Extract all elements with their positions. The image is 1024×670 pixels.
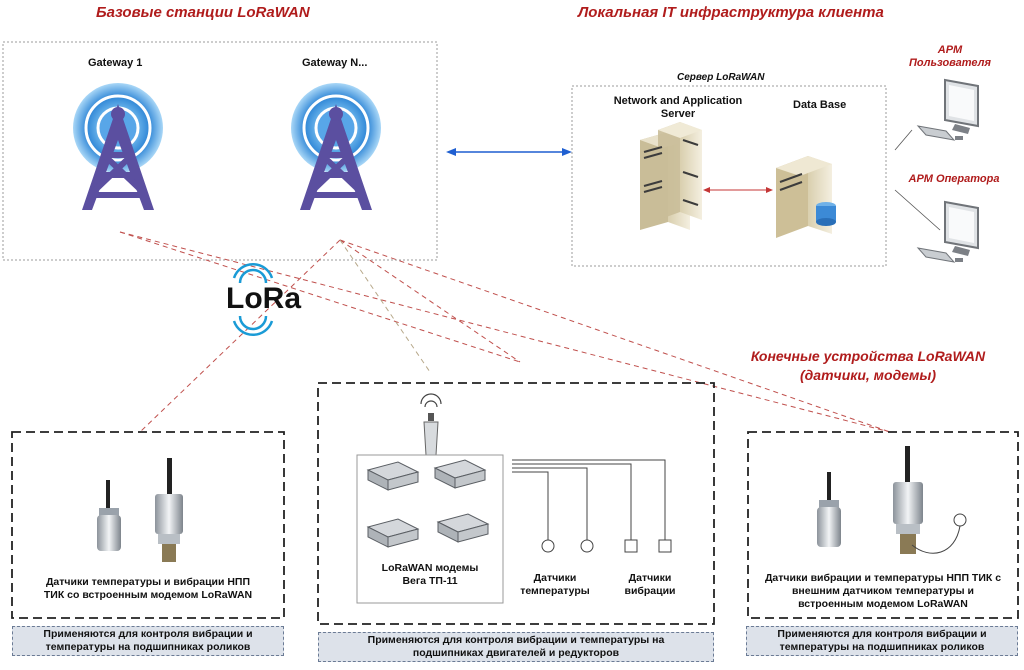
right-large-sensor-icon [893, 446, 923, 554]
radio-links [119, 231, 891, 433]
lora-logo: LoRa [226, 282, 301, 315]
base-stations-heading: Базовые станции LoRaWAN [96, 4, 310, 21]
modems-caption: LoRaWAN модемы Вега ТП-11 [381, 562, 479, 587]
server-db-link [703, 187, 773, 193]
center-devices-frame [317, 382, 715, 625]
gateway-n-tower-icon [291, 83, 381, 210]
left-devices-caption: Датчики температуры и вибрации НПП ТИК с… [43, 576, 253, 601]
database-label: Data Base [793, 99, 847, 111]
workstation-user-icon [916, 78, 979, 141]
right-devices-frame [747, 431, 1019, 619]
left-devices-frame [11, 431, 285, 619]
network-app-server-label: Network and Application Server [613, 95, 743, 120]
operator-workstation-label: АРМ Оператора [908, 173, 1000, 185]
right-usage-note: Применяются для контроля вибрации и темп… [746, 626, 1018, 656]
user-link [894, 129, 913, 151]
user-workstation-label: АРМ Пользователя [908, 44, 992, 69]
database-server-icon [776, 156, 836, 238]
gateway-1-label: Gateway 1 [88, 57, 143, 69]
right-devices-caption: Датчики вибрации и температуры НПП ТИК с… [764, 572, 1002, 610]
network-link-arrow [446, 148, 572, 156]
base-stations-frame [2, 41, 438, 261]
lora-signal-icon [232, 263, 274, 336]
app-server-icon [640, 122, 702, 230]
gateway-n-label: Gateway N... [302, 57, 368, 69]
vibration-sensors-caption: Датчики вибрации [624, 572, 676, 597]
operator-link [894, 189, 941, 231]
sensor-wiring [512, 459, 666, 540]
end-devices-heading: Конечные устройства LoRaWAN (датчики, мо… [750, 348, 986, 383]
vibration-sensor-icons [624, 539, 672, 553]
left-usage-note: Применяются для контроля вибрации и темп… [12, 626, 284, 656]
external-temperature-probe-icon [911, 513, 967, 554]
center-usage-note: Применяются для контроля вибрации и темп… [318, 632, 714, 662]
left-large-sensor-icon [155, 458, 183, 562]
gateway-1-tower-icon [73, 83, 163, 210]
temperature-sensor-icons [541, 539, 594, 553]
modem-icons [366, 459, 490, 548]
modems-group-frame [356, 454, 504, 604]
workstation-operator-icon [916, 200, 979, 263]
right-small-sensor-icon [817, 472, 841, 547]
temperature-sensors-caption: Датчики температуры [520, 572, 590, 597]
server-title: Сервер LoRaWAN [677, 72, 765, 83]
modem-antenna-icon [420, 393, 442, 456]
left-small-sensor-icon [97, 480, 121, 551]
lorawan-server-frame [571, 85, 887, 267]
it-infrastructure-heading: Локальная IT инфраструктура клиента [578, 4, 884, 21]
